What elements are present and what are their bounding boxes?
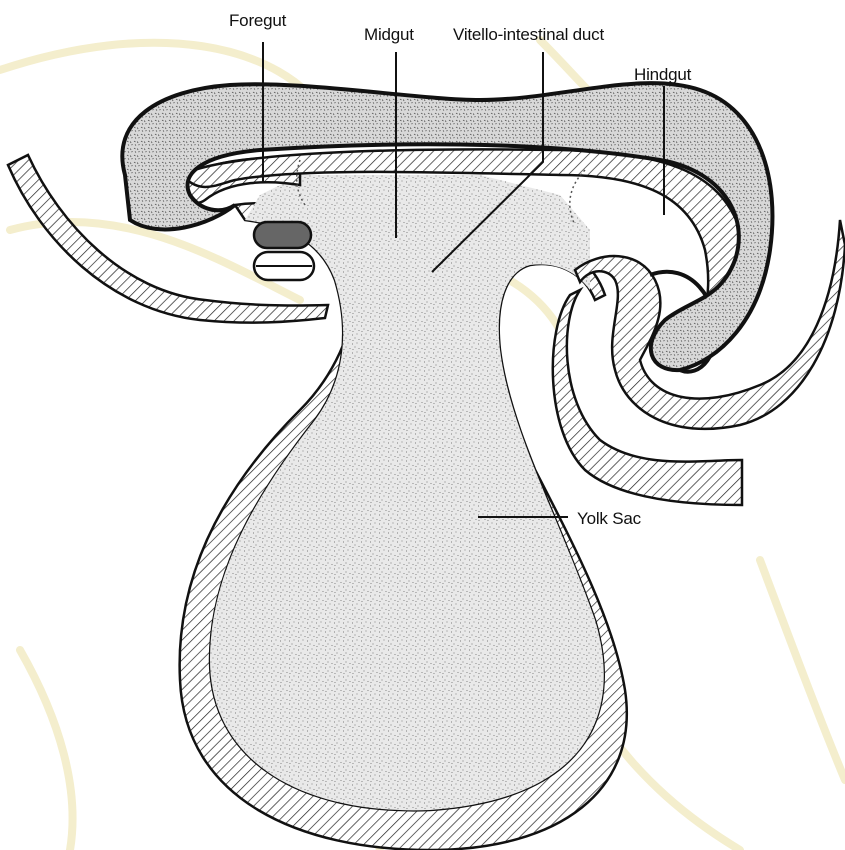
notochord-dark	[254, 222, 311, 248]
label-hindgut: Hindgut	[634, 65, 692, 84]
label-foregut: Foregut	[229, 11, 287, 30]
label-midgut: Midgut	[364, 25, 414, 44]
label-yolk-sac: Yolk Sac	[577, 509, 642, 528]
watermark-stroke	[760, 560, 845, 780]
label-vitello-intestinal-duct: Vitello-intestinal duct	[453, 25, 604, 44]
watermark-stroke	[20, 650, 73, 850]
